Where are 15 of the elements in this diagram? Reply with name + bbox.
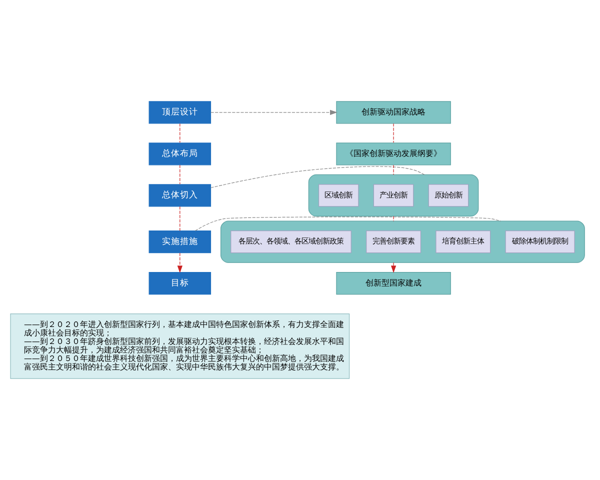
arrow	[177, 252, 182, 273]
node-box: 总体切入	[148, 184, 212, 207]
connector	[194, 216, 501, 232]
node-box: 实施措施	[148, 230, 212, 254]
connector	[210, 166, 425, 188]
cluster	[308, 174, 479, 216]
connector	[393, 123, 394, 143]
connector	[393, 216, 394, 222]
cluster	[220, 220, 585, 263]
arrow	[210, 110, 338, 115]
node-box: 顶层设计	[148, 101, 212, 124]
node-box: 目标	[148, 272, 212, 295]
arrow	[390, 262, 396, 273]
node-box: 总体布局	[148, 142, 212, 166]
connector	[393, 164, 394, 175]
